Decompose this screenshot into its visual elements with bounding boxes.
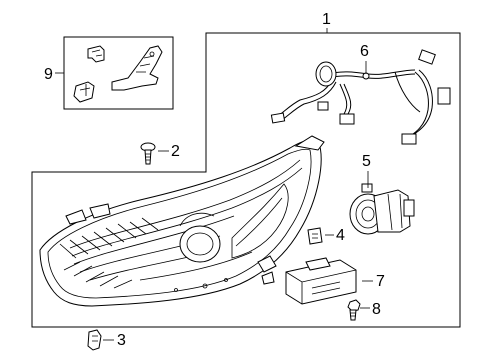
callout-9: 9 (44, 66, 53, 83)
callout-7: 7 (376, 273, 385, 290)
assembly-frame (31, 32, 461, 328)
bulb-module (349, 183, 415, 235)
clip-part (87, 329, 102, 351)
callout-5: 5 (362, 153, 371, 170)
callout-6: 6 (360, 43, 369, 60)
callout-3: 3 (117, 332, 126, 349)
bracket-kit-drawing (73, 45, 163, 103)
wiring-harness (270, 49, 451, 145)
control-module (285, 257, 357, 305)
headlamp-housing (39, 135, 325, 307)
small-clip (307, 227, 323, 245)
callout-2: 2 (171, 143, 180, 160)
bolt-part (347, 299, 361, 321)
screw-part (140, 142, 156, 165)
callout-1: 1 (322, 11, 331, 28)
callout-8: 8 (372, 301, 381, 318)
callout-4: 4 (336, 227, 345, 244)
